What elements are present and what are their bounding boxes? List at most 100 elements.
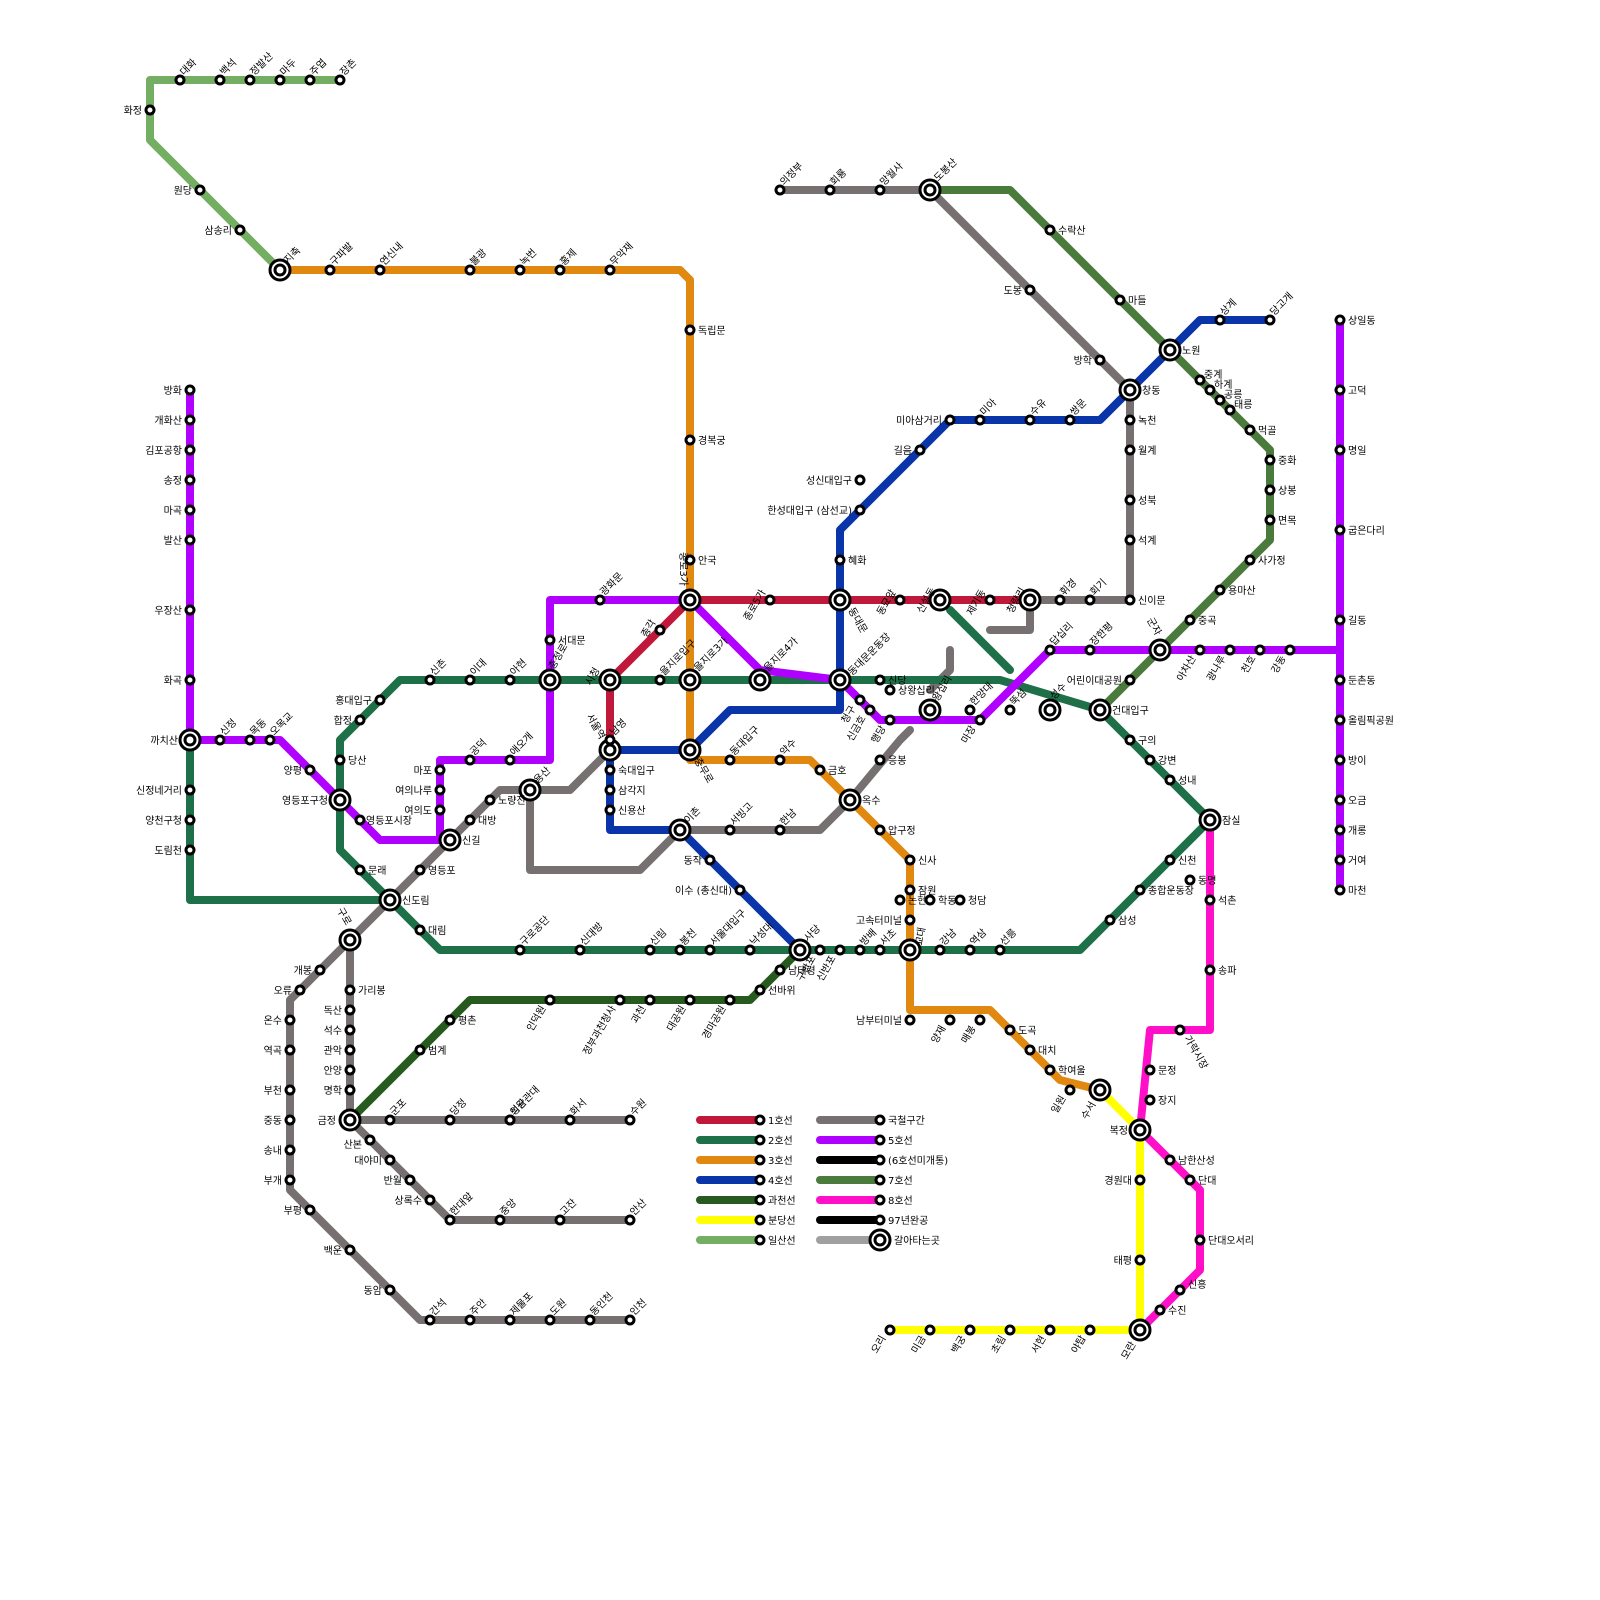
station-도봉[interactable]: 도봉 xyxy=(1004,284,1036,297)
station-용마산[interactable]: 용마산 xyxy=(1214,584,1256,597)
station-한성대입구-삼선교-[interactable]: 한성대입구 (삼선교) xyxy=(767,504,866,517)
station-군자[interactable]: 군자 xyxy=(1144,616,1172,662)
station-마들[interactable]: 마들 xyxy=(1114,294,1146,307)
station-사가정[interactable]: 사가정 xyxy=(1244,554,1286,567)
station-부평[interactable]: 부평 xyxy=(284,1204,316,1217)
station-석촌[interactable]: 석촌 xyxy=(1204,894,1236,907)
station-개롱[interactable]: 개롱 xyxy=(1334,824,1366,837)
station-옥수[interactable]: 옥수 xyxy=(838,788,880,812)
station-인천[interactable]: 인천 xyxy=(624,1297,649,1326)
station-경복궁[interactable]: 경복궁 xyxy=(684,434,726,447)
station-수진[interactable]: 수진 xyxy=(1154,1304,1186,1317)
station-성신대입구[interactable]: 성신대입구 xyxy=(806,474,866,487)
station-구의[interactable]: 구의 xyxy=(1124,734,1156,747)
station-수락산[interactable]: 수락산 xyxy=(1044,224,1086,237)
station-석수[interactable]: 석수 xyxy=(324,1024,356,1037)
station-어린이대공원[interactable]: 어린이대공원 xyxy=(1067,674,1136,687)
station-잠원[interactable]: 잠원 xyxy=(904,884,936,897)
station-길음[interactable]: 길음 xyxy=(894,444,926,457)
station-송파[interactable]: 송파 xyxy=(1204,964,1236,977)
station-먹골[interactable]: 먹골 xyxy=(1244,424,1276,437)
station-마천[interactable]: 마천 xyxy=(1334,884,1366,897)
station-개화산[interactable]: 개화산 xyxy=(154,414,196,427)
station-대치[interactable]: 대치 xyxy=(1024,1044,1056,1057)
station-안양[interactable]: 안양 xyxy=(324,1064,356,1077)
station-면목[interactable]: 면목 xyxy=(1264,514,1296,527)
station-신용산[interactable]: 신용산 xyxy=(604,804,646,817)
station-범계[interactable]: 범계 xyxy=(414,1044,446,1057)
station-명일[interactable]: 명일 xyxy=(1334,444,1366,457)
station-남부터미널[interactable]: 남부터미널 xyxy=(856,1014,916,1027)
station-문래[interactable]: 문래 xyxy=(354,864,386,877)
station-상왕십리[interactable]: 상왕십리 xyxy=(884,684,935,697)
station-송정[interactable]: 송정 xyxy=(164,474,196,487)
station-가리봉[interactable]: 가리봉 xyxy=(344,984,386,997)
station-이수-총신대-[interactable]: 이수 (총신대) xyxy=(675,884,746,897)
station-독산[interactable]: 독산 xyxy=(324,1004,356,1017)
station-화정[interactable]: 화정 xyxy=(124,104,156,117)
station-상봉[interactable]: 상봉 xyxy=(1264,484,1296,497)
station-지축[interactable]: 지축 xyxy=(268,245,303,282)
station-신흥[interactable]: 신흥 xyxy=(1174,1278,1206,1296)
station-중화[interactable]: 중화 xyxy=(1264,454,1296,467)
station-성내[interactable]: 성내 xyxy=(1164,774,1196,787)
station-동명[interactable]: 동명 xyxy=(1184,874,1216,887)
station-신사[interactable]: 신사 xyxy=(904,854,936,867)
station-동작[interactable]: 동작 xyxy=(684,854,716,867)
station-종로3가[interactable]: 종로3가 xyxy=(677,552,702,612)
station-방화[interactable]: 방화 xyxy=(164,384,196,397)
station-양천구청[interactable]: 양천구청 xyxy=(145,814,196,827)
station-굽은다리[interactable]: 굽은다리 xyxy=(1334,524,1385,537)
station-산본[interactable]: 산본 xyxy=(344,1134,376,1151)
station-안산[interactable]: 안산 xyxy=(624,1197,649,1226)
station-종합운동장[interactable]: 종합운동장 xyxy=(1134,884,1194,897)
station-도곡[interactable]: 도곡 xyxy=(1004,1024,1036,1037)
station-성북[interactable]: 성북 xyxy=(1124,494,1156,507)
station-장촌[interactable]: 장촌 xyxy=(334,57,359,86)
station-동암[interactable]: 동암 xyxy=(364,1284,396,1297)
station-원당[interactable]: 원당 xyxy=(174,184,206,197)
station-잠실[interactable]: 잠실 xyxy=(1198,808,1240,832)
station-오금[interactable]: 오금 xyxy=(1334,794,1366,807)
station-서대문[interactable]: 서대문 xyxy=(544,634,586,647)
station-삼송리[interactable]: 삼송리 xyxy=(204,224,246,237)
station-당고개[interactable]: 당고개 xyxy=(1264,290,1296,326)
station-여의도[interactable]: 여의도 xyxy=(404,804,446,817)
station-신설동[interactable]: 신설동 xyxy=(914,586,952,616)
station-영등포구청[interactable]: 영등포구청 xyxy=(282,788,352,812)
station-녹천[interactable]: 녹천 xyxy=(1124,414,1156,427)
station-미아삼거리[interactable]: 미아삼거리 xyxy=(896,414,956,427)
station-양재[interactable]: 양재 xyxy=(929,1014,956,1045)
station-둔촌동[interactable]: 둔촌동 xyxy=(1334,674,1376,687)
station-부천[interactable]: 부천 xyxy=(264,1084,296,1097)
station-발산[interactable]: 발산 xyxy=(164,534,196,547)
station-상일동[interactable]: 상일동 xyxy=(1334,314,1376,327)
station-시청[interactable]: 시청 xyxy=(583,666,622,692)
station-백운[interactable]: 백운 xyxy=(324,1244,356,1257)
station-정부과천청사[interactable]: 정부과천청사 xyxy=(581,994,626,1057)
station-화곡[interactable]: 화곡 xyxy=(164,674,196,687)
station-마곡[interactable]: 마곡 xyxy=(164,504,196,517)
station-건대입구[interactable]: 건대입구 xyxy=(1088,698,1149,722)
station-중계[interactable]: 중계 xyxy=(1194,369,1222,386)
station-상록수[interactable]: 상록수 xyxy=(394,1194,436,1207)
station-길동[interactable]: 길동 xyxy=(1334,614,1366,627)
station-오류[interactable]: 오류 xyxy=(274,984,306,997)
station-용산[interactable]: 용산 xyxy=(518,765,553,802)
station-고속터미널[interactable]: 고속터미널 xyxy=(856,914,916,927)
station-이촌[interactable]: 이촌 xyxy=(668,805,703,842)
station-논현[interactable]: 논현 xyxy=(894,894,926,907)
station-송내[interactable]: 송내 xyxy=(264,1144,296,1157)
station-여의나루[interactable]: 여의나루 xyxy=(395,784,446,797)
station-태평[interactable]: 태평 xyxy=(1114,1254,1146,1267)
station-삼성[interactable]: 삼성 xyxy=(1104,914,1136,927)
station-매봉[interactable]: 매봉 xyxy=(959,1014,986,1045)
station-합정[interactable]: 합정 xyxy=(334,714,366,727)
station-올림픽공원[interactable]: 올림픽공원 xyxy=(1334,714,1394,727)
station-태릉[interactable]: 태릉 xyxy=(1224,399,1252,416)
station-구로[interactable]: 구로 xyxy=(334,906,362,952)
station-단대[interactable]: 단대 xyxy=(1184,1174,1216,1187)
station-노원[interactable]: 노원 xyxy=(1158,338,1200,362)
station-역곡[interactable]: 역곡 xyxy=(264,1044,296,1057)
station-학여울[interactable]: 학여울 xyxy=(1044,1064,1086,1077)
